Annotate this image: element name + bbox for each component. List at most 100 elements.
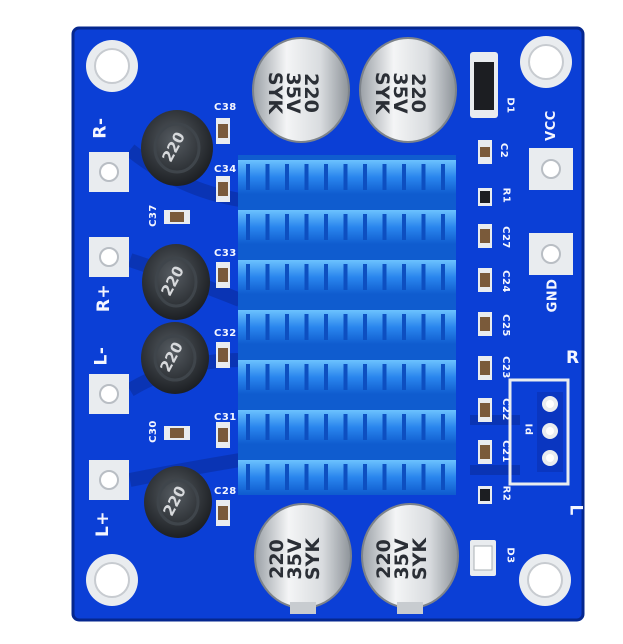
ref-c37: C37	[147, 204, 159, 227]
heatsink-fin-slot	[421, 214, 426, 240]
ref-c31: C31	[214, 412, 237, 423]
diode-d1	[470, 52, 498, 118]
heatsink-fin-slot	[246, 464, 250, 490]
heatsink-fin-slot	[343, 214, 348, 240]
heatsink-fin-slot	[363, 464, 367, 490]
label-vcc: VCC	[543, 110, 559, 141]
heatsink-fin-slot	[441, 414, 445, 440]
heatsink-fin-slot	[421, 314, 426, 340]
heatsink-fin-slot	[324, 314, 328, 340]
pad-r-plus	[89, 237, 129, 277]
heatsink-fin-slot	[265, 464, 270, 490]
cap2-marking: 220 35V SYK	[371, 71, 430, 115]
heatsink-fin-slot	[304, 364, 309, 390]
mount-hole-top-right	[520, 36, 572, 88]
ref-r2: R2	[500, 485, 512, 502]
heatsink-fin-slot	[343, 464, 348, 490]
label-channel-left: L	[565, 504, 586, 516]
ref-c25: C25	[499, 314, 511, 337]
heatsink-fin-slot	[441, 314, 445, 340]
heatsink-fin-slot	[324, 214, 328, 240]
heatsink	[238, 155, 456, 495]
heatsink-fin-slot	[382, 464, 387, 490]
heatsink-fin-slot	[265, 414, 270, 440]
heatsink-fin-slot	[382, 164, 387, 190]
heatsink-fin-slot	[343, 364, 348, 390]
electrolytic-cap-2	[359, 37, 457, 143]
heatsink-fin-slot	[402, 364, 406, 390]
heatsink-fin-slot	[402, 414, 406, 440]
heatsink-fin-slot	[402, 164, 406, 190]
ref-c21: C21	[499, 440, 511, 463]
inductor-4	[144, 466, 212, 538]
heatsink-fin-slot	[382, 264, 387, 290]
heatsink-fin-slot	[402, 264, 406, 290]
ref-c24: C24	[499, 270, 511, 293]
label-l-plus: L+	[93, 510, 114, 538]
ref-r1: R1	[500, 187, 512, 204]
heatsink-fin-slot	[421, 264, 426, 290]
pad-gnd	[529, 233, 573, 275]
ref-d1: D1	[504, 97, 516, 114]
inductor-2	[142, 244, 210, 320]
heatsink-fin-slot	[304, 264, 309, 290]
heatsink-fin-slot	[421, 414, 426, 440]
heatsink-fin-slot	[285, 164, 289, 190]
ref-d3: D3	[504, 547, 516, 564]
heatsink-fin-slot	[402, 464, 406, 490]
heatsink-fin-slot	[324, 414, 328, 440]
label-channel-right: R	[566, 348, 580, 368]
label-r-minus: R-	[90, 117, 111, 139]
heatsink-fin-slot	[343, 414, 348, 440]
cap4-marking: 220 35V SYK	[373, 537, 432, 581]
heatsink-fin-slot	[324, 164, 328, 190]
heatsink-fin-slot	[343, 164, 348, 190]
heatsink-fin-slot	[285, 414, 289, 440]
heatsink-fin-slot	[363, 264, 367, 290]
heatsink-fin-slot	[441, 364, 445, 390]
heatsink-fin-slot	[304, 164, 309, 190]
heatsink-fin-slot	[363, 214, 367, 240]
heatsink-fin-slot	[441, 164, 445, 190]
cap1-marking: 220 35V SYK	[264, 71, 323, 115]
heatsink-fin-slot	[265, 314, 270, 340]
heatsink-fin-slot	[324, 264, 328, 290]
ref-c38: C38	[214, 102, 237, 113]
ref-c28: C28	[214, 486, 237, 497]
heatsink-fin-slot	[441, 214, 445, 240]
heatsink-fin-slot	[246, 414, 250, 440]
ref-c2: C2	[498, 142, 510, 159]
electrolytic-cap-1	[252, 37, 350, 143]
heatsink-fin-slot	[382, 314, 387, 340]
mount-hole-top-left	[86, 40, 138, 92]
cap3-marking: 220 35V SYK	[266, 537, 325, 581]
heatsink-fin-slot	[421, 164, 426, 190]
heatsink-fin-slot	[265, 364, 270, 390]
heatsink-fin-slot	[343, 314, 348, 340]
heatsink-fin-slot	[304, 414, 309, 440]
pad-l-plus	[89, 460, 129, 500]
pad-vcc	[529, 148, 573, 190]
heatsink-fin-slot	[304, 214, 309, 240]
electrolytic-cap-4	[361, 503, 459, 614]
heatsink-fin-slot	[363, 164, 367, 190]
heatsink-fin-slot	[285, 464, 289, 490]
mount-hole-bottom-left	[86, 554, 138, 606]
mount-hole-bottom-right	[519, 554, 571, 606]
heatsink-fin-slot	[246, 164, 250, 190]
heatsink-fin-slot	[363, 314, 367, 340]
ref-c27: C27	[499, 226, 511, 249]
heatsink-fin-slot	[246, 264, 250, 290]
heatsink-fin-slot	[265, 264, 270, 290]
heatsink-fin-slot	[382, 414, 387, 440]
heatsink-fin-slot	[285, 364, 289, 390]
ref-c33: C33	[214, 248, 237, 259]
ref-c23: C23	[499, 356, 511, 379]
heatsink-fin-slot	[285, 264, 289, 290]
heatsink-fin-slot	[285, 314, 289, 340]
led-d3	[470, 540, 496, 576]
heatsink-fin-slot	[246, 314, 250, 340]
heatsink-fin-slot	[324, 464, 328, 490]
heatsink-fin-slot	[265, 214, 270, 240]
